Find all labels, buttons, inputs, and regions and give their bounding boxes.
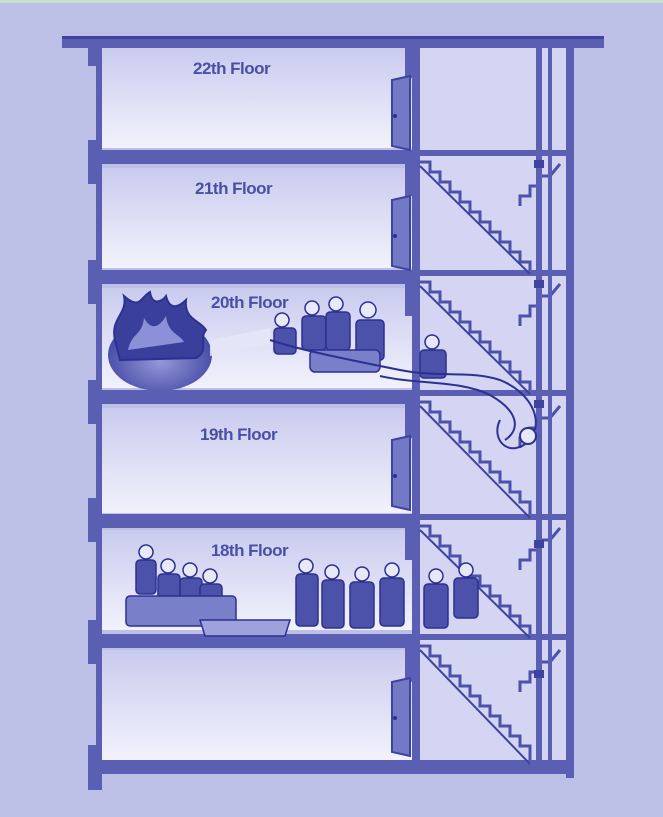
right-wall [566, 48, 574, 778]
floor-label-20: 20th Floor [211, 293, 288, 313]
floor-label-21: 21th Floor [195, 179, 272, 199]
door-19 [392, 436, 410, 510]
room-19 [100, 408, 412, 513]
room-17 [100, 650, 412, 760]
floor-label-19: 19th Floor [200, 425, 277, 445]
floor-label-18: 18th Floor [211, 541, 288, 561]
floor-label-22: 22th Floor [193, 59, 270, 79]
door-22 [392, 76, 410, 150]
door-21 [392, 196, 410, 270]
